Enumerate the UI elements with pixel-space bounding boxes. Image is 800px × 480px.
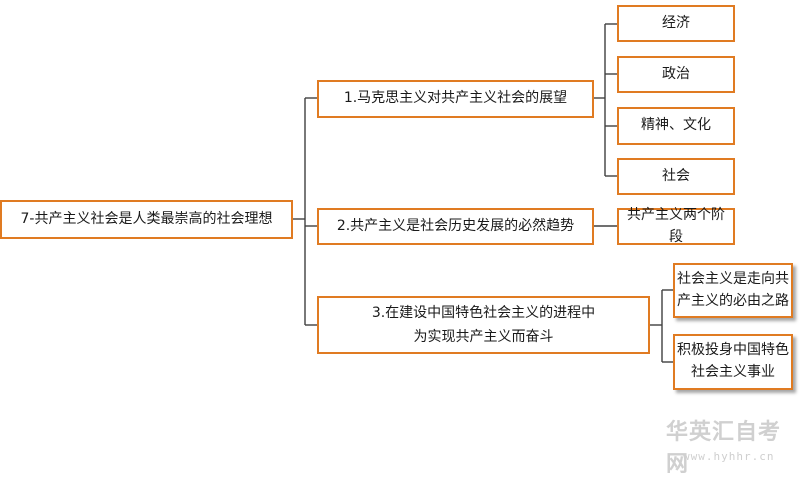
leaf-node-two-stages-label: 共产主义两个阶段 [627,206,725,245]
leaf-node-two-stages: 共产主义两个阶段 [617,206,735,245]
watermark-logo: 华英汇自考网 [666,420,782,477]
root-node: 7-共产主义社会是人类最崇高的社会理想 [0,200,293,239]
leaf-node-economy: 经济 [617,5,735,42]
branch-node-2-label: 2.共产主义是社会历史发展的必然趋势 [336,217,575,234]
branch-node-1-label: 1.马克思主义对共产主义社会的展望 [343,90,568,107]
branch-node-3-label-line2: 为实现共产主义而奋斗 [413,329,554,345]
leaf-node-politics-label: 政治 [662,65,690,82]
leaf-node-society-label: 社会 [662,167,690,184]
leaf-node-necessary-path: 社会主义是走向共 产主义的必由之路 [673,263,793,318]
leaf-node-spirit-culture-label: 精神、文化 [641,117,711,134]
leaf-node-join-cause-line1: 积极投身中国特色 [677,342,789,359]
leaf-node-economy-label: 经济 [662,14,690,31]
leaf-node-join-cause: 积极投身中国特色 社会主义事业 [673,334,793,390]
leaf-node-politics: 政治 [617,56,735,93]
watermark-url: www.hyhhr.cn [683,450,775,463]
branch-node-2: 2.共产主义是社会历史发展的必然趋势 [317,208,594,245]
branch-node-3: 3.在建设中国特色社会主义的进程中 为实现共产主义而奋斗 [317,296,650,354]
branch-node-1: 1.马克思主义对共产主义社会的展望 [317,80,594,118]
root-node-label: 7-共产主义社会是人类最崇高的社会理想 [20,210,273,227]
leaf-node-necessary-path-line1: 社会主义是走向共 [677,270,789,287]
leaf-node-spirit-culture: 精神、文化 [617,107,735,145]
leaf-node-necessary-path-line2: 产主义的必由之路 [677,292,789,309]
branch-node-3-label-line1: 3.在建设中国特色社会主义的进程中 [371,304,596,321]
leaf-node-society: 社会 [617,158,735,195]
leaf-node-join-cause-line2: 社会主义事业 [691,364,775,380]
